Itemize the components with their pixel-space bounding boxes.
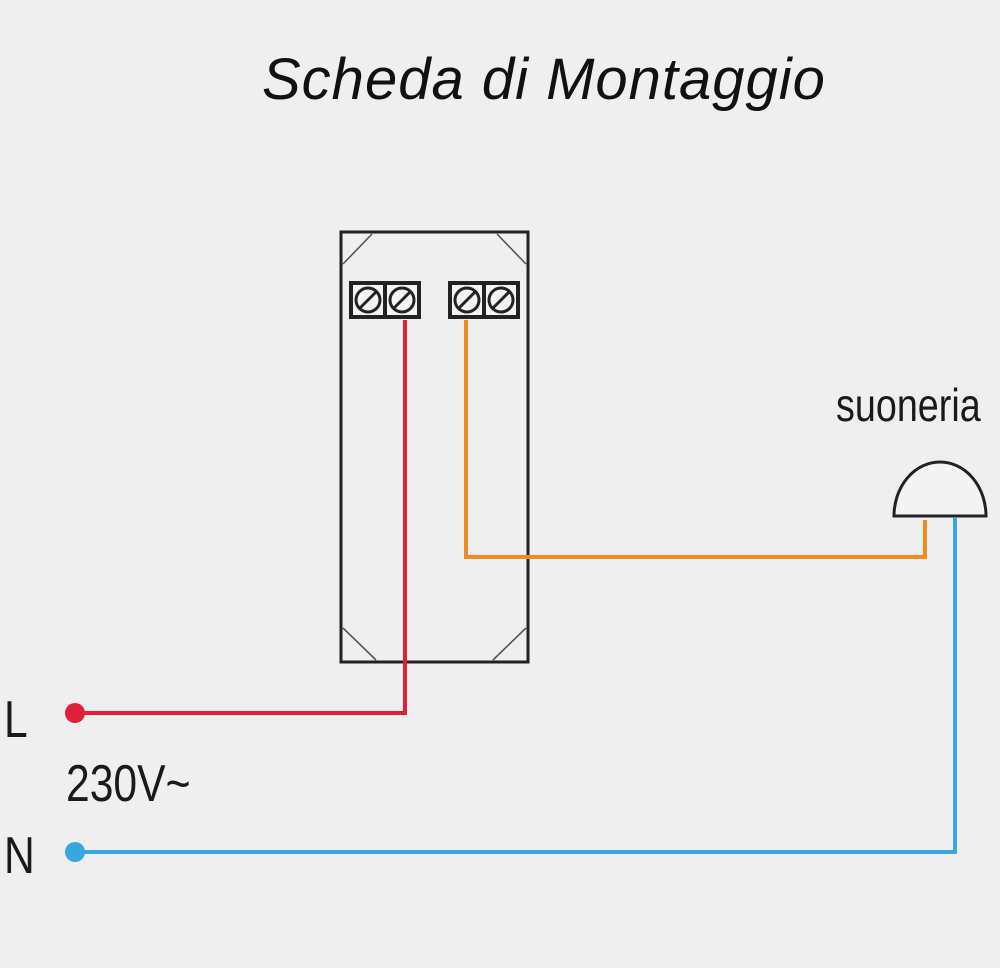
line-terminal-dot	[65, 703, 85, 723]
module-body	[339, 230, 530, 664]
terminal-screw	[353, 285, 383, 315]
terminal-screw	[387, 285, 417, 315]
module-corner-mark	[342, 233, 373, 265]
terminal-screw	[486, 285, 516, 315]
bell-icon	[892, 460, 988, 518]
line-wire	[76, 320, 407, 715]
neutral-wire	[76, 518, 957, 854]
switch-wire	[464, 320, 927, 559]
terminal-block-right	[448, 281, 520, 319]
push-button-module	[339, 230, 530, 664]
neutral-terminal-dot	[65, 842, 85, 862]
voltage-label: 230V~	[66, 755, 191, 813]
module-corner-mark	[496, 233, 527, 265]
module-corner-mark	[492, 627, 527, 661]
line-label: L	[4, 691, 28, 749]
module-corner-mark	[342, 627, 377, 661]
bell-label: suoneria	[836, 379, 981, 431]
page-title: Scheda di Montaggio	[262, 47, 826, 112]
terminal-screw	[452, 285, 482, 315]
terminal-block-left	[349, 281, 421, 319]
neutral-label: N	[4, 827, 35, 885]
